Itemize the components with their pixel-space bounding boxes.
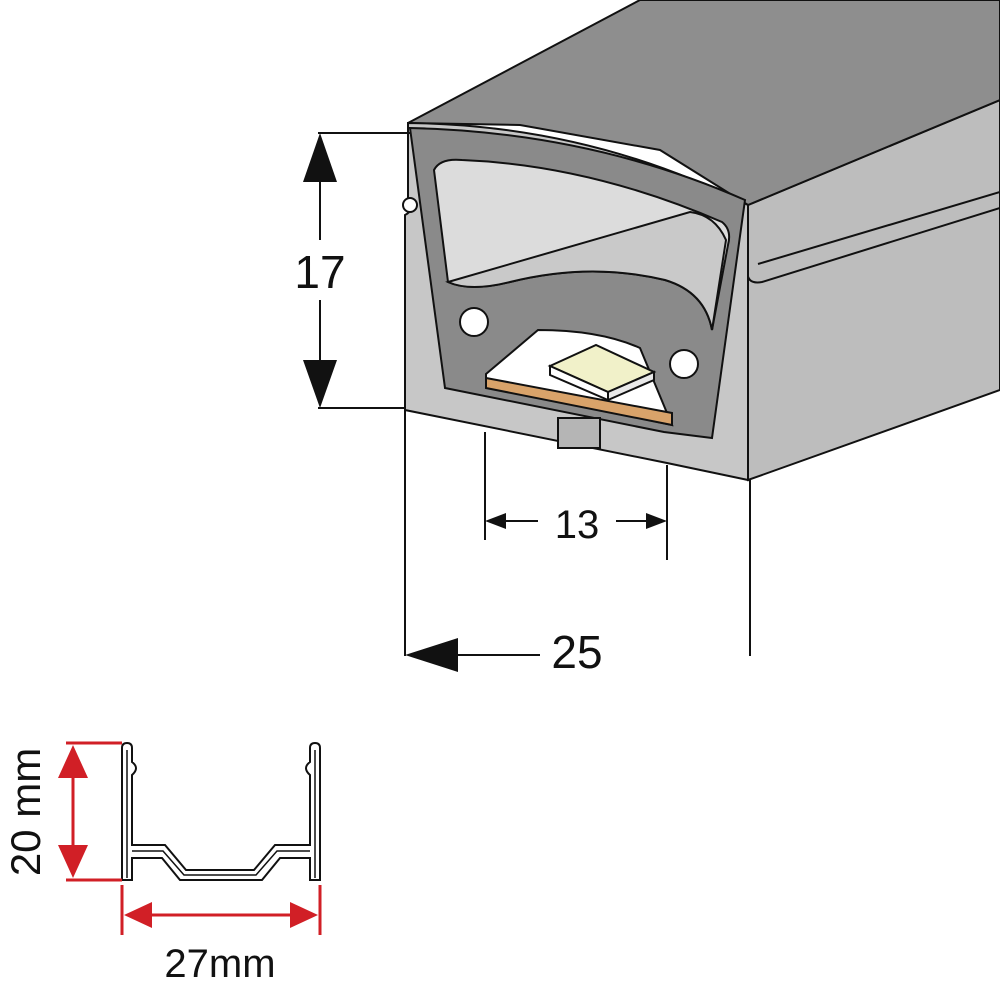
outer-width-arrow-left xyxy=(405,638,458,672)
aluminium-channel-profile xyxy=(121,741,321,881)
channel-dimensions xyxy=(66,741,322,935)
main-dimensions xyxy=(318,132,751,656)
channel-width-arrow-right xyxy=(290,902,318,928)
pcb-strip xyxy=(485,376,673,427)
profile-top-face xyxy=(407,0,1000,207)
inner-width-label-13: 13 xyxy=(555,503,600,547)
channel-width-arrow-left xyxy=(124,902,152,928)
base-stem xyxy=(557,417,601,449)
channel-height-arrow-up xyxy=(58,745,88,778)
channel-inner-line xyxy=(126,750,316,878)
height-arrow-down xyxy=(303,360,337,408)
diffuser-lower-shade xyxy=(445,210,728,331)
channel-height-arrow-down xyxy=(58,845,88,878)
main-dimension-arrows xyxy=(303,133,667,672)
inner-width-arrow-right xyxy=(646,513,667,529)
neon-profile-3d xyxy=(402,0,1000,482)
height-label-17: 17 xyxy=(294,246,345,298)
mount-hole-left xyxy=(459,307,489,337)
channel-outline xyxy=(121,741,321,881)
height-arrow-up xyxy=(303,133,337,182)
left-notch xyxy=(402,197,418,213)
channel-width-label: 27mm xyxy=(164,942,275,986)
inner-width-arrow-left xyxy=(485,513,506,529)
channel-dimension-arrows xyxy=(58,745,318,928)
outer-width-label-25: 25 xyxy=(551,626,602,678)
mount-hole-right xyxy=(669,349,699,379)
led-chip-side xyxy=(607,370,655,402)
channel-height-label: 20 mm xyxy=(2,748,49,876)
